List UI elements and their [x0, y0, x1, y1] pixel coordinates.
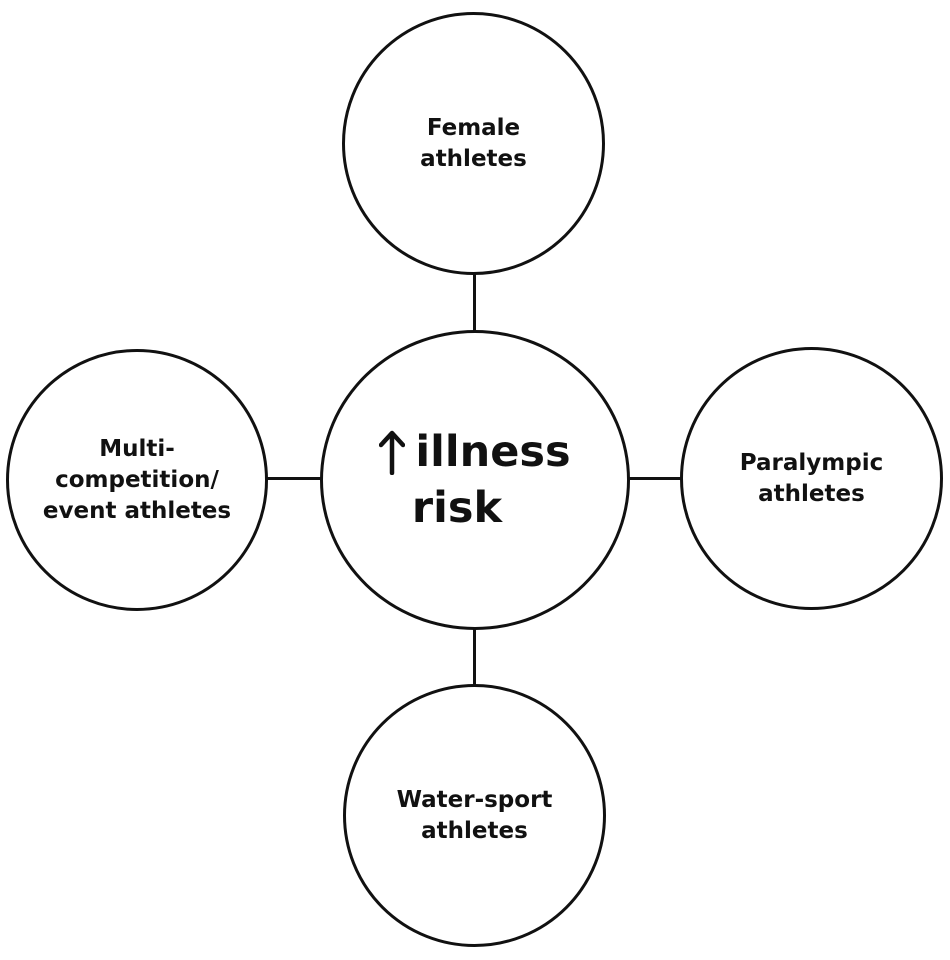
connector-right: [627, 477, 683, 480]
node-label: Paralympic athletes: [739, 449, 884, 507]
center-label-line1: illness: [415, 427, 571, 477]
node-paralympic-athletes: Paralympic athletes: [680, 347, 943, 610]
node-label: Multi- competition/ event athletes: [42, 435, 232, 524]
node-label: Female athletes: [420, 114, 527, 172]
up-arrow-icon: [379, 429, 406, 476]
node-multi-competition-athletes: Multi- competition/ event athletes: [6, 349, 268, 611]
node-female-athletes: Female athletes: [342, 12, 605, 275]
connector-left: [265, 477, 325, 480]
node-label: Water-sport athletes: [396, 786, 553, 844]
node-water-sport-athletes: Water-sport athletes: [343, 684, 606, 947]
node-illness-risk: illness risk: [320, 330, 630, 630]
connector-bottom: [473, 626, 476, 690]
connector-top: [473, 270, 476, 334]
center-label-line2: risk: [411, 483, 503, 533]
